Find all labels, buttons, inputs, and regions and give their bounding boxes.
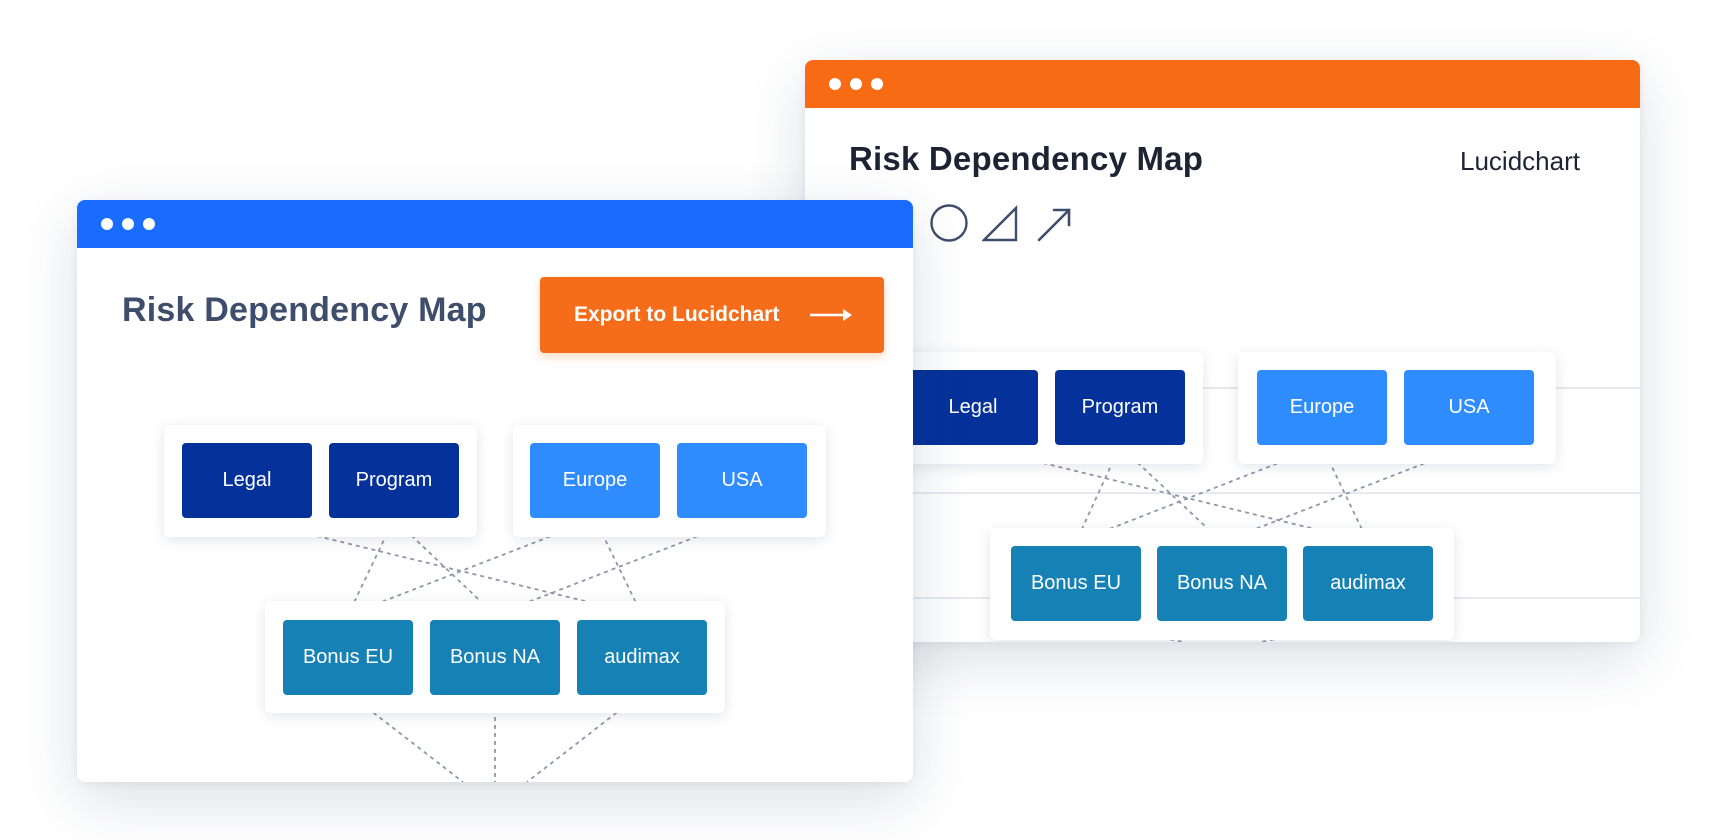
arrow-tool-icon[interactable]	[1036, 205, 1074, 243]
node-bonus-na[interactable]: Bonus NA	[430, 620, 560, 695]
node-bonus-eu[interactable]: Bonus EU	[1011, 546, 1141, 621]
app-diagram-canvas: Legal Program Europe USA Bonus EU Bonus …	[77, 405, 913, 782]
node-legal[interactable]: Legal	[908, 370, 1038, 445]
swimlane-divider	[805, 492, 1640, 494]
node-audimax[interactable]: audimax	[1303, 546, 1433, 621]
node-usa[interactable]: USA	[1404, 370, 1534, 445]
node-audimax[interactable]: audimax	[577, 620, 707, 695]
window-dot-3[interactable]	[871, 78, 883, 90]
node-europe[interactable]: Europe	[1257, 370, 1387, 445]
node-program[interactable]: Program	[1055, 370, 1185, 445]
lucidchart-canvas: Legal Program Europe USA Bonus EU Bonus …	[805, 292, 1640, 642]
export-to-lucidchart-button[interactable]: Export to Lucidchart	[540, 277, 884, 353]
lucidchart-window: Risk Dependency Map Lucidchart	[805, 60, 1640, 642]
page-title: Risk Dependency Map	[849, 140, 1204, 177]
lucidchart-logo: Lucidchart	[1460, 146, 1580, 176]
arrow-right-icon	[810, 309, 852, 321]
page-title: Risk Dependency Map	[122, 291, 487, 329]
node-bonus-na[interactable]: Bonus NA	[1157, 546, 1287, 621]
node-europe[interactable]: Europe	[530, 443, 660, 518]
export-button-label: Export to Lucidchart	[574, 303, 780, 326]
circle-tool-icon[interactable]	[929, 203, 969, 243]
window-dot-2[interactable]	[122, 218, 134, 230]
swimlane-divider	[805, 387, 1640, 389]
lucidchart-window-titlebar	[805, 60, 1640, 108]
app-window-titlebar	[77, 200, 913, 248]
window-dot-1[interactable]	[829, 78, 841, 90]
node-legal[interactable]: Legal	[182, 443, 312, 518]
window-dot-2[interactable]	[850, 78, 862, 90]
node-bonus-eu[interactable]: Bonus EU	[283, 620, 413, 695]
app-window: Risk Dependency Map Export to Lucidchart	[77, 200, 913, 782]
node-program[interactable]: Program	[329, 443, 459, 518]
window-dot-1[interactable]	[101, 218, 113, 230]
window-dot-3[interactable]	[143, 218, 155, 230]
triangle-tool-icon[interactable]	[982, 205, 1020, 243]
node-usa[interactable]: USA	[677, 443, 807, 518]
